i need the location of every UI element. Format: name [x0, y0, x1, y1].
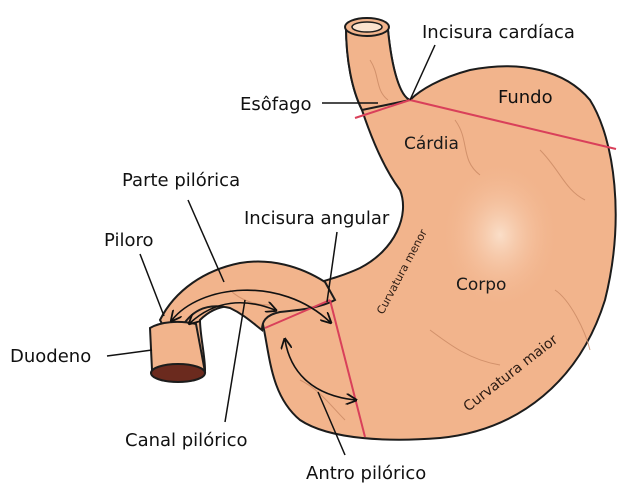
- label-parte-pilorica: Parte pilórica: [122, 170, 240, 191]
- esophagus: [345, 18, 410, 110]
- label-corpo: Corpo: [456, 275, 506, 295]
- label-fundo: Fundo: [498, 87, 553, 108]
- label-duodeno: Duodeno: [10, 346, 91, 367]
- duodenum-lumen: [151, 364, 205, 382]
- label-antro-pilorico: Antro pilórico: [306, 463, 426, 484]
- duodenum: [150, 322, 205, 382]
- parte-pilorica-leader: [188, 200, 224, 282]
- label-esofago: Esôfago: [240, 94, 312, 115]
- label-canal-pilorico: Canal pilórico: [125, 430, 248, 451]
- canal-pilorico-leader: [225, 300, 245, 422]
- label-cardia: Cárdia: [404, 134, 459, 154]
- piloro-leader: [140, 254, 164, 316]
- label-incisura-angular: Incisura angular: [244, 208, 390, 229]
- label-piloro: Piloro: [104, 230, 154, 251]
- label-incisura-cardiaca: Incisura cardíaca: [422, 22, 575, 43]
- esophagus-lumen-inner: [352, 22, 382, 32]
- duodeno-leader: [107, 350, 152, 356]
- esophagus-tube: [346, 26, 410, 110]
